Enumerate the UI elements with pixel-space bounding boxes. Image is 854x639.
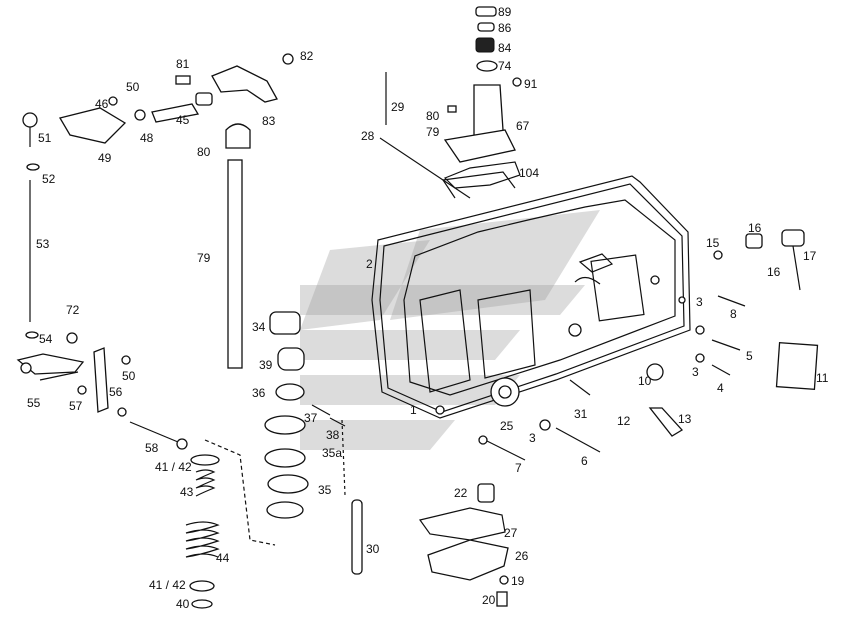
label-80-right: 80	[426, 109, 440, 123]
label-54: 54	[39, 332, 53, 346]
leader-lines	[39, 72, 591, 496]
label-19: 19	[511, 574, 525, 588]
label-43: 43	[180, 485, 194, 499]
bottom-parts	[351, 483, 509, 607]
label-84: 84	[498, 41, 512, 55]
label-7: 7	[515, 461, 522, 475]
label-79: 79	[197, 251, 211, 265]
label-25: 25	[500, 419, 514, 433]
label-30: 30	[366, 542, 380, 556]
label-41-42-top: 41 / 42	[155, 460, 192, 474]
label-56: 56	[109, 385, 123, 399]
label-35: 35	[318, 483, 332, 497]
label-27: 27	[504, 526, 518, 540]
label-41-42-bottom: 41 / 42	[149, 578, 186, 592]
label-15: 15	[706, 236, 720, 250]
label-31: 31	[574, 407, 588, 421]
label-36: 36	[252, 386, 266, 400]
label-86: 86	[498, 21, 512, 35]
shift-tower	[443, 6, 522, 163]
label-10: 10	[638, 374, 652, 388]
label-2: 2	[366, 257, 373, 271]
label-20: 20	[482, 593, 496, 607]
label-52: 52	[42, 172, 56, 186]
label-80-left: 80	[197, 145, 211, 159]
label-11: 11	[816, 371, 829, 385]
label-22: 22	[454, 486, 468, 500]
label-51: 51	[38, 131, 52, 145]
label-50-top: 50	[126, 80, 140, 94]
label-44: 44	[216, 551, 230, 565]
bolts-right	[478, 229, 819, 461]
label-91: 91	[524, 77, 538, 91]
label-6: 6	[581, 454, 588, 468]
label-74: 74	[498, 59, 512, 73]
label-13: 13	[678, 412, 692, 426]
label-37: 37	[304, 411, 318, 425]
label-53: 53	[36, 237, 50, 251]
label-83: 83	[262, 114, 276, 128]
label-81: 81	[176, 57, 190, 71]
part-labels: 89 86 84 74 91 82 81 50 83 46 48 45 51 4…	[27, 5, 829, 611]
label-17: 17	[803, 249, 817, 263]
label-48: 48	[140, 131, 154, 145]
linkage-parts	[16, 53, 294, 417]
label-29: 29	[391, 100, 405, 114]
label-67: 67	[516, 119, 530, 133]
label-3-upper: 3	[696, 295, 703, 309]
label-79-top: 79	[426, 125, 440, 139]
label-46: 46	[95, 97, 109, 111]
label-28: 28	[361, 129, 375, 143]
selector-parts	[204, 311, 346, 546]
label-38: 38	[326, 428, 340, 442]
label-35a: 35a	[322, 446, 342, 460]
label-72: 72	[66, 303, 80, 317]
label-3-center: 3	[529, 431, 536, 445]
label-55: 55	[27, 396, 41, 410]
label-82: 82	[300, 49, 314, 63]
label-16-bottom: 16	[767, 265, 781, 279]
label-4: 4	[717, 381, 724, 395]
label-39: 39	[259, 358, 273, 372]
label-104: 104	[519, 166, 539, 180]
label-34: 34	[252, 320, 266, 334]
watermark-logo	[300, 210, 600, 450]
shift-rail	[225, 123, 251, 369]
label-57: 57	[69, 399, 83, 413]
label-26: 26	[515, 549, 529, 563]
housing	[371, 171, 691, 419]
label-5: 5	[746, 349, 753, 363]
label-8: 8	[730, 307, 737, 321]
label-1: 1	[410, 403, 417, 417]
label-50-lower: 50	[122, 369, 136, 383]
label-3-lower: 3	[692, 365, 699, 379]
label-12: 12	[617, 414, 631, 428]
label-45: 45	[176, 113, 190, 127]
label-40: 40	[176, 597, 190, 611]
label-89: 89	[498, 5, 512, 19]
label-58: 58	[145, 441, 159, 455]
label-16-top: 16	[748, 221, 762, 235]
springs-and-bolts	[129, 421, 220, 609]
label-49: 49	[98, 151, 112, 165]
